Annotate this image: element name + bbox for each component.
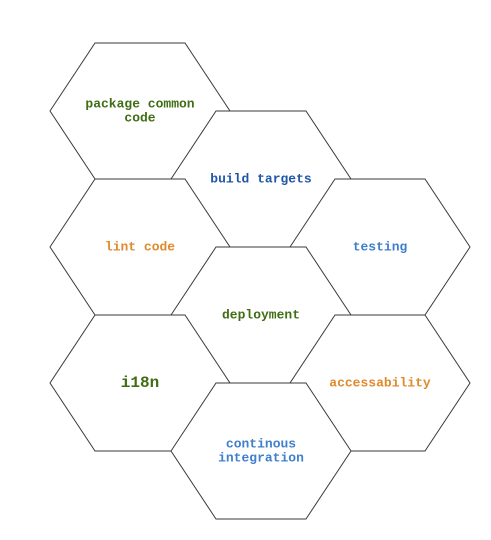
- hex-label: continous: [226, 436, 296, 451]
- hex-label: package common: [85, 96, 194, 111]
- hex-node-testing: testing: [289, 178, 471, 316]
- hex-label: lint code: [105, 239, 175, 254]
- hex-node-i18n: i18n: [49, 314, 231, 452]
- hexagon-shape: [170, 382, 352, 520]
- hex-label: accessability: [329, 375, 431, 390]
- hex-label: code: [124, 110, 155, 125]
- hex-label: testing: [353, 239, 408, 254]
- hex-label: deployment: [222, 307, 300, 322]
- hex-label: i18n: [121, 374, 159, 392]
- hex-label: integration: [218, 450, 304, 465]
- hex-node-build-targets: build targets: [170, 110, 352, 248]
- hex-label: build targets: [210, 171, 312, 186]
